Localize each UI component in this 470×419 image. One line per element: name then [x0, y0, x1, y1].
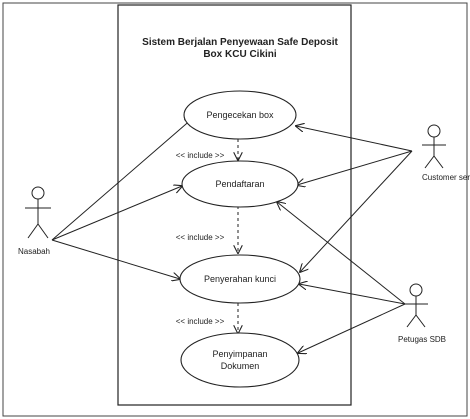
association-nasabah-pendaftaran: [51, 186, 182, 241]
use-case-pengecekan-box: Pengecekan box: [183, 90, 297, 140]
use-case-pendaftaran: Pendaftaran: [181, 160, 299, 208]
include-label-2: << include >>: [176, 233, 225, 242]
use-case-pengecekan-label: Pengecekan box: [206, 110, 274, 120]
use-case-pendaftaran-label: Pendaftaran: [215, 179, 264, 189]
actor-nasabah: [25, 186, 51, 239]
association-sdb-penyerahan: [299, 284, 406, 305]
include-label-3: << include >>: [176, 317, 225, 326]
actor-petugas-sdb-head-icon: [409, 283, 423, 297]
actor-nasabah-label: Nasabah: [18, 247, 50, 256]
use-case-penyimpanan-dokumen: Penyimpanan Dokumen: [180, 332, 300, 388]
association-cs-pengecekan: [296, 126, 413, 152]
include-label-1: << include >>: [176, 151, 225, 160]
use-case-penyerahan-label: Penyerahan kunci: [204, 274, 276, 284]
use-case-penyimpanan-label-line1: Penyimpanan: [212, 349, 267, 359]
association-cs-penyerahan: [300, 150, 413, 272]
petugas-sdb-associations: [277, 202, 406, 353]
system-title-line2: Box KCU Cikini: [203, 49, 277, 60]
association-cs-pendaftaran: [297, 150, 413, 185]
system-boundary: [117, 4, 352, 406]
association-nasabah-pengecekan: [51, 118, 193, 241]
actor-petugas-sdb-label: Petugas SDB: [398, 335, 446, 344]
customer-service-associations: [296, 126, 413, 272]
use-case-penyimpanan-label-line2: Dokumen: [221, 361, 260, 371]
nasabah-associations: [51, 118, 193, 279]
use-case-penyerahan-kunci: Penyerahan kunci: [179, 254, 301, 304]
actor-customer-service-head-icon: [427, 124, 441, 138]
system-title-line1: Sistem Berjalan Penyewaan Safe Deposit: [142, 37, 338, 48]
association-sdb-pendaftaran: [277, 202, 406, 305]
actor-petugas-sdb: [404, 283, 428, 328]
actor-nasabah-head-icon: [31, 186, 45, 200]
actor-customer-service-label: Customer servic: [422, 173, 470, 182]
actor-customer-service: [422, 124, 446, 169]
association-nasabah-penyerahan: [51, 239, 180, 279]
association-sdb-penyimpanan: [298, 303, 406, 353]
